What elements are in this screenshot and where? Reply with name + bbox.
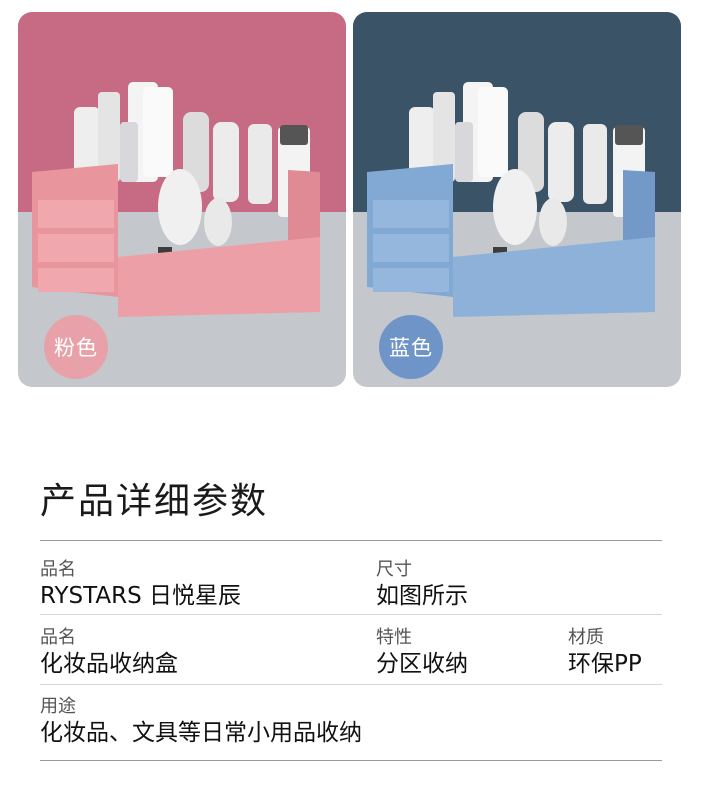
param-feature: 特性 分区收纳 xyxy=(376,628,468,678)
param-value: 化妆品收纳盒 xyxy=(40,651,178,677)
divider-bottom xyxy=(40,760,662,761)
product-photo-blue: 蓝色 xyxy=(353,12,681,387)
param-material: 材质 环保PP xyxy=(568,628,642,678)
param-product-name: 品名 化妆品收纳盒 xyxy=(40,628,178,678)
param-size: 尺寸 如图所示 xyxy=(376,560,468,610)
divider-top xyxy=(40,540,662,541)
param-value: RYSTARS 日悦星辰 xyxy=(40,583,242,609)
param-label: 用途 xyxy=(40,696,76,717)
section-title: 产品详细参数 xyxy=(40,481,269,522)
divider xyxy=(40,684,662,685)
param-label: 品名 xyxy=(40,559,76,580)
color-badge-blue: 蓝色 xyxy=(379,315,443,379)
param-value: 环保PP xyxy=(568,651,642,677)
param-label: 材质 xyxy=(568,627,604,648)
organizer-illustration-pink xyxy=(18,12,346,387)
divider xyxy=(40,614,662,615)
param-label: 尺寸 xyxy=(376,559,412,580)
param-label: 特性 xyxy=(376,627,412,648)
param-value: 化妆品、文具等日常小用品收纳 xyxy=(40,720,362,746)
organizer-illustration-blue xyxy=(353,12,681,387)
color-badge-pink: 粉色 xyxy=(44,315,108,379)
param-brand: 品名 RYSTARS 日悦星辰 xyxy=(40,560,241,610)
param-value: 分区收纳 xyxy=(376,651,468,677)
product-photo-pink: 粉色 xyxy=(18,12,346,387)
param-label: 品名 xyxy=(40,627,76,648)
param-usage: 用途 化妆品、文具等日常小用品收纳 xyxy=(40,697,362,747)
param-value: 如图所示 xyxy=(376,583,468,609)
